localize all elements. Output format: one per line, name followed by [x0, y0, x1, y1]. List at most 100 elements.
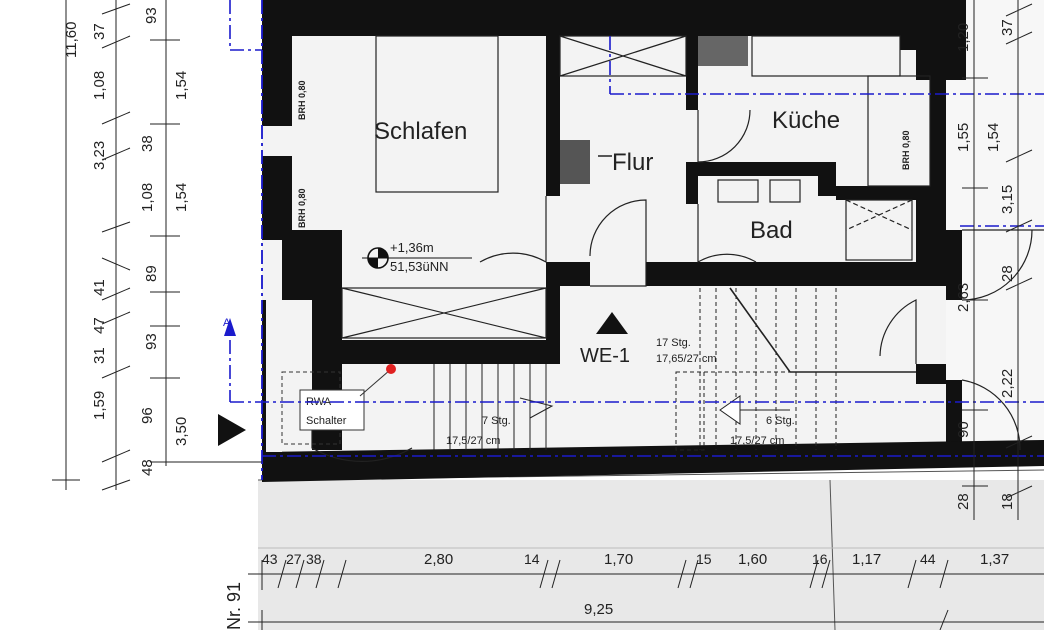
- neighbour-door: [961, 229, 1033, 301]
- dim-left-c1: 93: [143, 7, 160, 24]
- dim-left-b1: 37: [91, 23, 108, 40]
- dim-left-a2: 1,59: [91, 391, 108, 420]
- doors: [311, 109, 1044, 462]
- section-marker: A: [223, 317, 231, 329]
- wall-stair-top: [312, 340, 560, 364]
- entrance-triangle: [218, 414, 246, 446]
- wall-left-3: [282, 230, 342, 300]
- stair-main-count: 17 Stg.: [656, 337, 691, 349]
- wall-top: [262, 0, 946, 36]
- dim-bottom-3: 38: [306, 551, 322, 567]
- dim-bottom-5: 14: [524, 551, 540, 567]
- dim-bottom-4: 2,80: [424, 551, 453, 568]
- room-flur: Flur: [612, 149, 653, 176]
- dim-lines-bottom: [248, 559, 1044, 630]
- stair-left-size: 17,5/27 cm: [446, 435, 500, 447]
- wall-bad-top-right: [836, 186, 946, 200]
- dim-bottom-2: 27: [286, 551, 302, 567]
- kitchen-shaft: [698, 36, 748, 66]
- dim-lines-left: [52, 0, 262, 491]
- dim-left-b7: 31: [91, 347, 108, 364]
- flur-cabinet: [559, 35, 687, 77]
- dim-bottom-7: 15: [696, 551, 712, 567]
- dim-left-b8: 96: [139, 407, 156, 424]
- dim-left-b4: 1,08: [139, 183, 156, 212]
- wall-neighbour-2: [946, 230, 962, 300]
- dim-bottom-1: 43: [262, 551, 278, 567]
- dim-left-b2: 1,08: [91, 71, 108, 100]
- kitchen-counter: [751, 35, 901, 77]
- section-lines: [229, 0, 1044, 480]
- wall-right-3: [916, 200, 946, 286]
- dim-left-b3: 38: [139, 135, 156, 152]
- wall-flur-stair-a: [560, 262, 590, 286]
- brh-label-1: BRH 0,80: [297, 80, 307, 120]
- section-arrow: [224, 318, 236, 336]
- rwa-line-2: Schalter: [306, 415, 347, 427]
- room-schlafen: Schlafen: [374, 118, 467, 145]
- stair-left-count: 7 Stg.: [482, 415, 511, 427]
- dim-right-b1: 37: [999, 19, 1016, 36]
- wall-left-thin: [262, 300, 266, 452]
- street-area: [258, 480, 1044, 630]
- inner-lines: [341, 35, 931, 339]
- bed: [375, 35, 499, 193]
- dim-bottom-11: 44: [920, 551, 936, 567]
- stair-right-size: 17,5/27 cm: [730, 435, 784, 447]
- dim-bottom-12: 1,37: [980, 551, 1009, 568]
- door-bad: [697, 204, 757, 264]
- dim-bottom-8: 1,60: [738, 551, 767, 568]
- washbasin: [769, 179, 801, 203]
- stair-arrow-left: [519, 397, 554, 419]
- level-height: +1,36m: [390, 240, 434, 255]
- wall-bottom: [262, 440, 1044, 482]
- dim-bottom-total: 9,25: [584, 601, 613, 618]
- stairs: [433, 287, 916, 451]
- floor-fill: [262, 0, 946, 455]
- dim-bottom-10: 1,17: [852, 551, 881, 568]
- wall-flur-kueche: [686, 36, 698, 110]
- dim-left-b9: 48: [139, 459, 156, 476]
- door-stair: [589, 199, 647, 287]
- rwa-switch: RWA Schalter: [281, 364, 396, 445]
- wall-flur-stair-b: [646, 262, 946, 286]
- level-nn: 51,53üNN: [390, 259, 449, 274]
- wall-bad-right: [818, 176, 836, 196]
- street-number: Nr. 91: [224, 582, 244, 630]
- dim-bottom-9: 16: [812, 551, 828, 567]
- dim-right-b6: 18: [999, 493, 1016, 510]
- dim-left-b6: 47: [91, 317, 108, 334]
- stair-rail: [729, 287, 916, 373]
- wall-left-1: [262, 36, 292, 126]
- kitchen-corner: [900, 36, 916, 50]
- wall-right-1: [916, 0, 946, 80]
- rwa-dot: [386, 364, 396, 374]
- dim-left-total: 11,60: [63, 22, 80, 58]
- dim-left-c5: 93: [143, 333, 160, 350]
- dim-bottom-6: 1,70: [604, 551, 633, 568]
- wc: [717, 179, 759, 203]
- dim-right-b4: 28: [999, 265, 1016, 282]
- wall-neighbour-3: [946, 380, 962, 460]
- dim-right-b5: 2,22: [999, 369, 1016, 398]
- dim-left-b5: 41: [91, 279, 108, 296]
- kitchen-counter-right: [867, 75, 931, 187]
- brh-label-3: BRH 0,80: [901, 130, 911, 170]
- stair-main-size: 17,65/27 cm: [656, 353, 717, 365]
- brh-label-2: BRH 0,80: [297, 188, 307, 228]
- wall-neighbour-1: [946, 0, 966, 80]
- dim-left-c4: 89: [143, 265, 160, 282]
- door-right: [879, 299, 917, 364]
- wall-kueche-bad: [686, 162, 836, 176]
- dim-right-b2: 1,54: [985, 123, 1002, 152]
- dim-lines-right: [962, 0, 1033, 520]
- door-schlafen: [479, 196, 547, 264]
- wall-left-2: [262, 156, 292, 240]
- wall-left-gap: [262, 300, 282, 452]
- dim-right-a1: 1,20: [955, 23, 972, 52]
- level-marker: +1,36m 51,53üNN: [362, 240, 472, 274]
- unit-triangle: [596, 312, 628, 334]
- door-kueche: [697, 109, 751, 163]
- room-kueche: Küche: [772, 107, 840, 134]
- wall-schlafen-flur: [546, 36, 560, 196]
